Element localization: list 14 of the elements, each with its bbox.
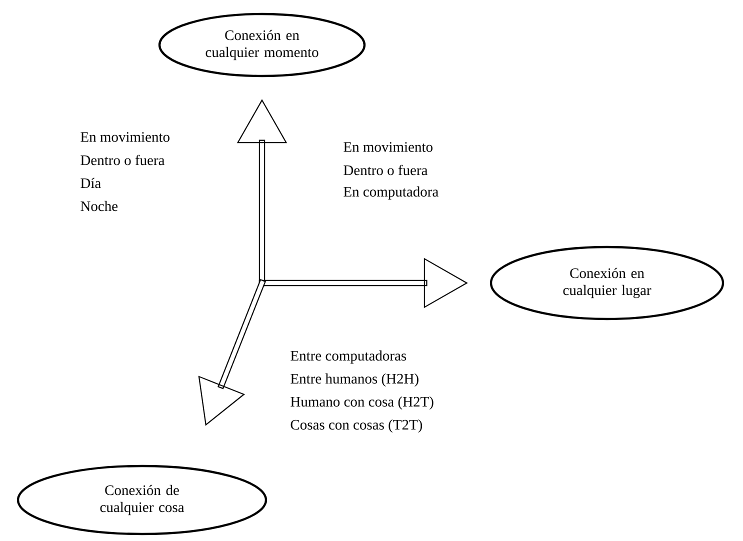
list-item: Cosas con cosas (T2T) [290, 419, 422, 433]
list-item: Entre humanos (H2H) [290, 373, 418, 387]
list-item: En computadora [344, 186, 438, 200]
ellipse-node: Conexión en cualquier momento [158, 12, 366, 78]
list-item: Noche [80, 200, 118, 212]
list-item: En movimiento [80, 132, 170, 142]
list-item: Día [80, 178, 101, 188]
list-item: Humano con cosa (H2T) [290, 396, 434, 410]
list-item: Dentro o fuera [344, 164, 428, 176]
list-item: En movimiento [344, 142, 432, 152]
list-item: Entre computadoras [290, 350, 406, 364]
ellipse-node: Conexión de cualquier cosa [16, 464, 268, 536]
list-item: Dentro o fuera [80, 154, 165, 166]
ellipse-node: Conexión en cualquier lugar [490, 246, 724, 320]
